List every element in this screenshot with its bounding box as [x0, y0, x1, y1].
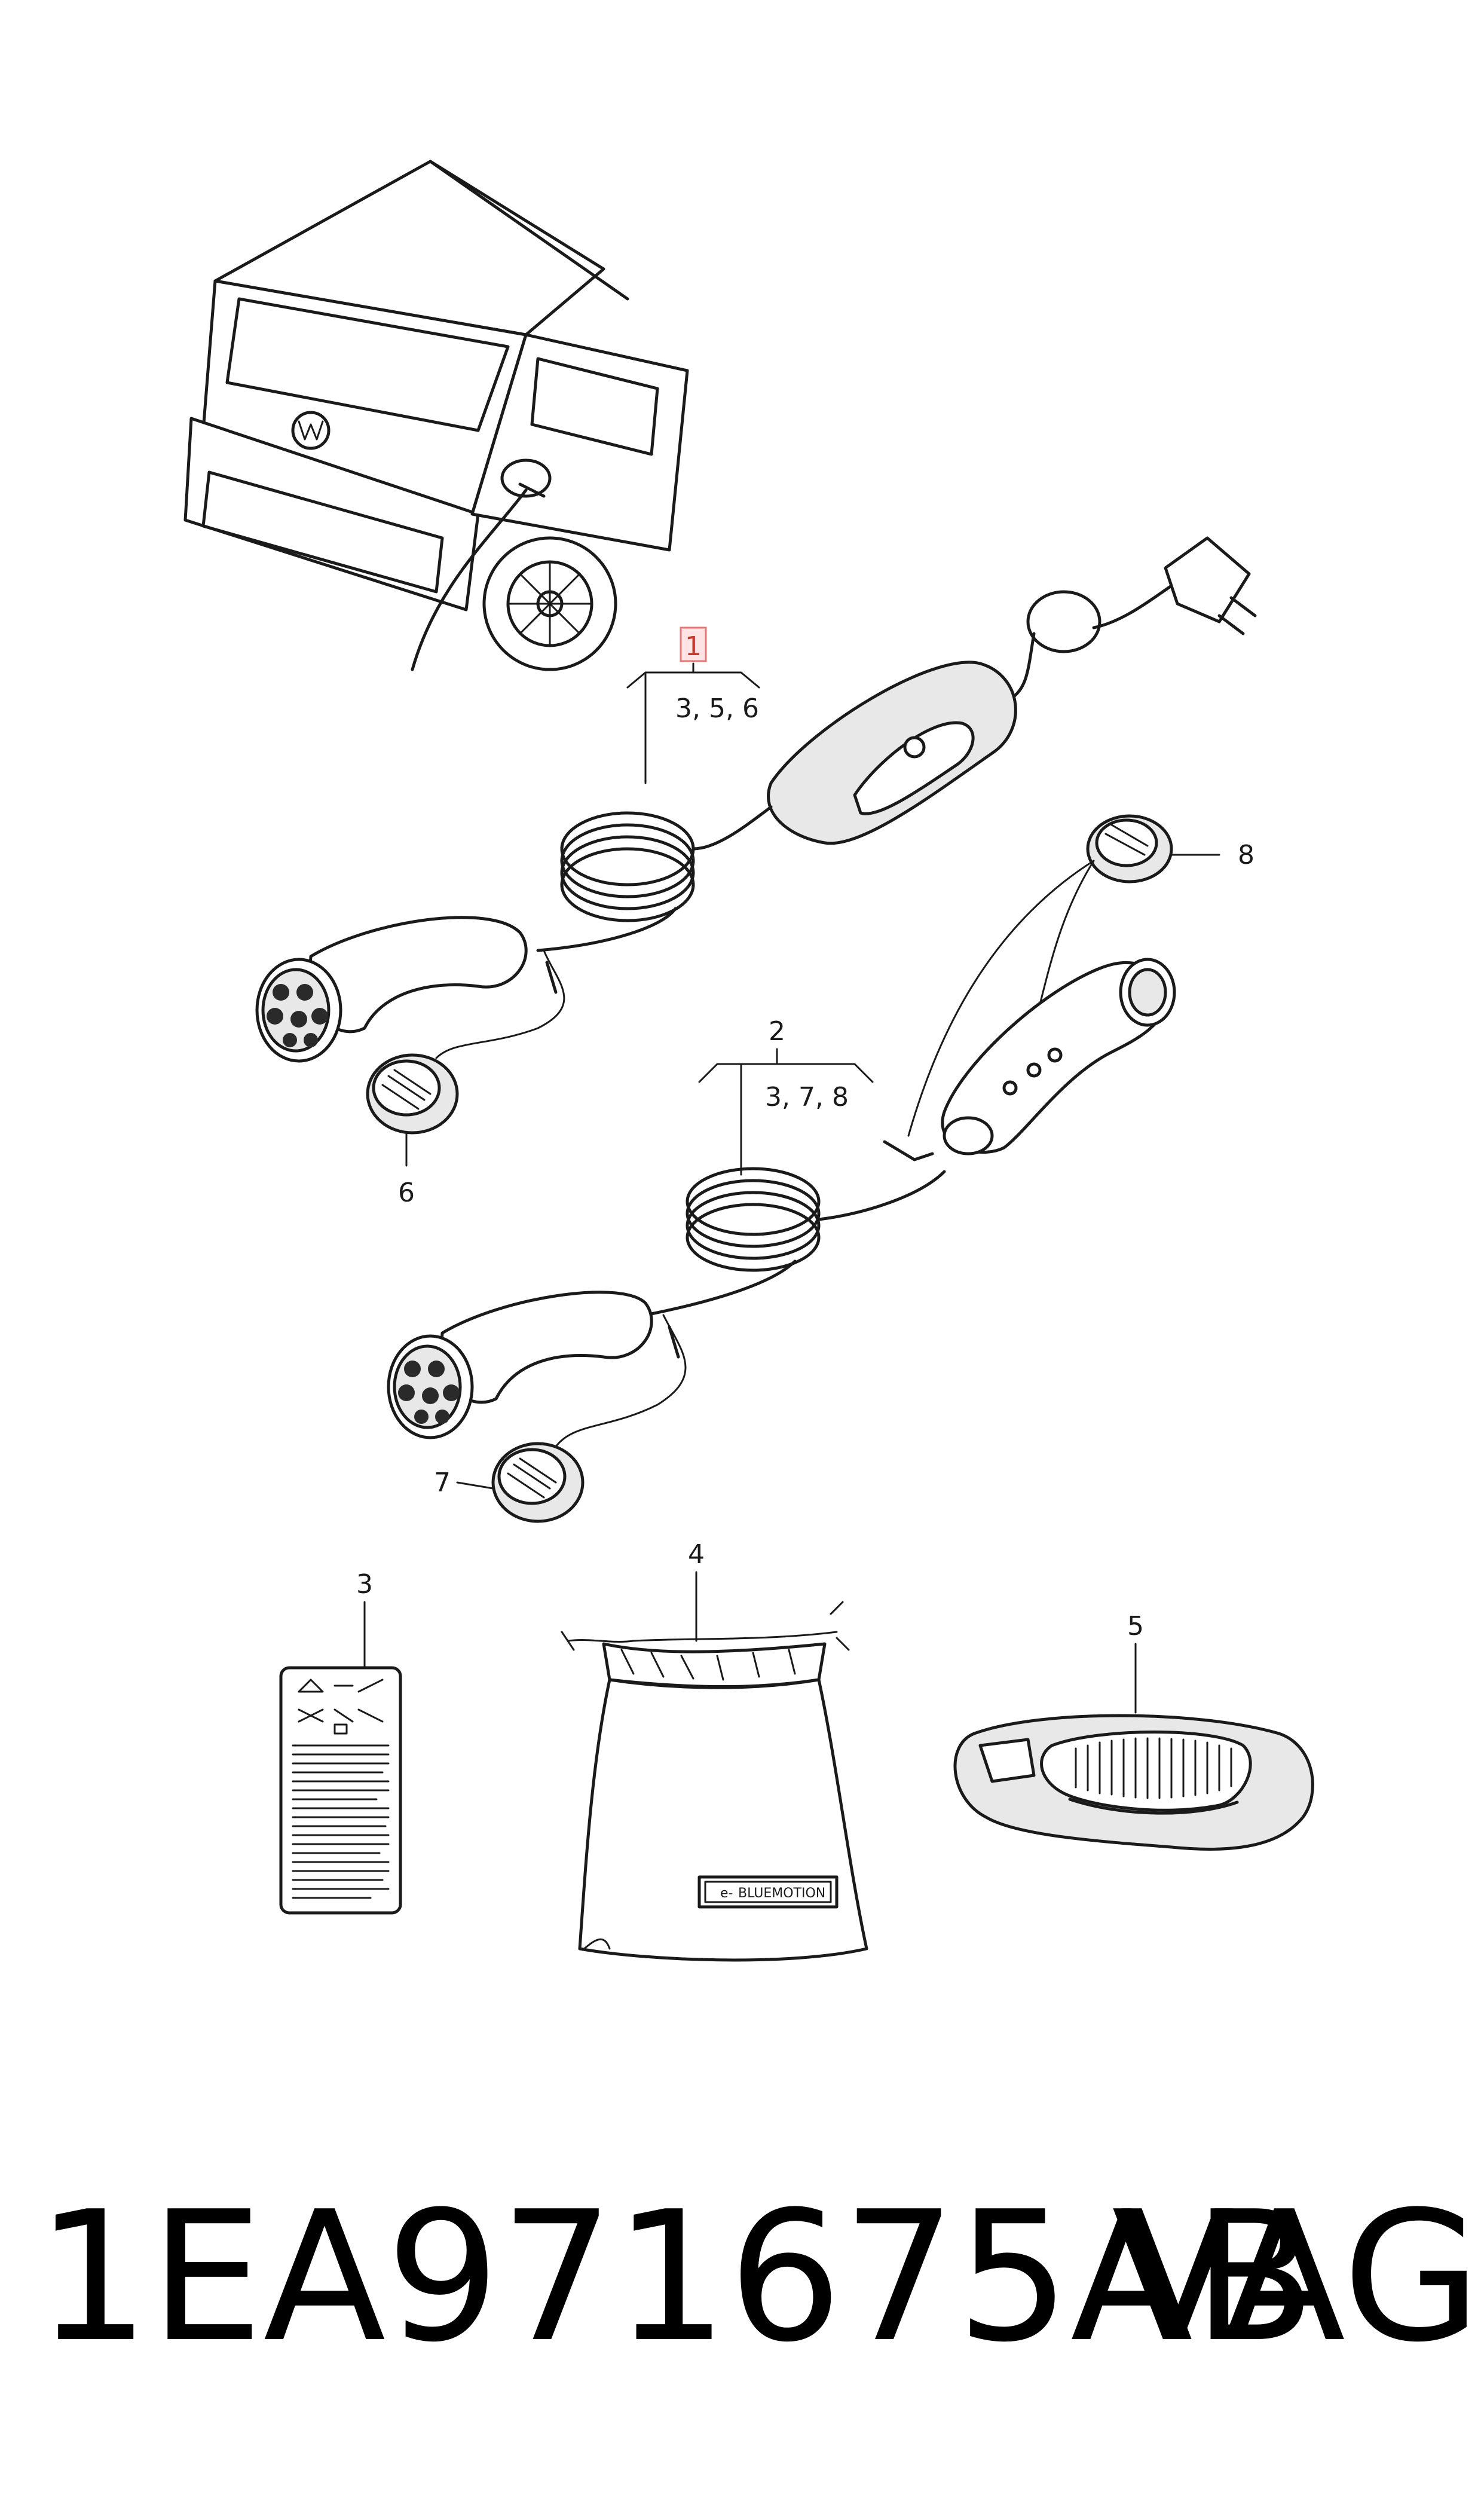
item-3-label: 3 — [279, 1569, 402, 1915]
callout-5-label: 5 — [1127, 1611, 1144, 1641]
car-illustration — [183, 160, 689, 671]
callout-1-label: 1 — [685, 631, 702, 662]
callout-7-label: 7 — [434, 1468, 451, 1498]
bag-tag-text: BLUEMOTION — [738, 1886, 825, 1901]
bag-tag-e: e- — [720, 1886, 733, 1901]
callout-2-group: 2 3, 7, 8 — [698, 1016, 874, 1176]
part-number: 1EA971675AB — [36, 2173, 1316, 2382]
callout-1-sub-label: 3, 5, 6 — [675, 693, 759, 724]
item-4-bag: 4 e- BLUEMOTION — [561, 1539, 868, 1962]
callout-8-label: 8 — [1238, 840, 1254, 870]
footer: 1EA971675AB VAG — [0, 2170, 1484, 2385]
item-5-cover: 5 — [953, 1611, 1314, 1851]
callout-3-label: 3 — [356, 1569, 373, 1600]
brand-name: VAG — [1112, 2173, 1482, 2382]
callout-2-label: 2 — [769, 1016, 785, 1047]
callout-2-sub-label: 3, 7, 8 — [765, 1082, 849, 1112]
callout-4-label: 4 — [688, 1539, 705, 1570]
cover-grille — [1075, 1737, 1232, 1799]
callout-8-group: 8 — [1170, 840, 1254, 870]
callout-1-group: 1 3, 5, 6 — [626, 626, 760, 784]
item-2-charging-cable — [387, 814, 1176, 1523]
callout-6-group: 6 — [398, 1132, 415, 1208]
callout-7-group: 7 — [434, 1468, 494, 1498]
label-text-lines — [292, 1744, 390, 1899]
item-1-charging-cable — [255, 536, 1257, 1135]
callout-6-label: 6 — [398, 1178, 415, 1208]
